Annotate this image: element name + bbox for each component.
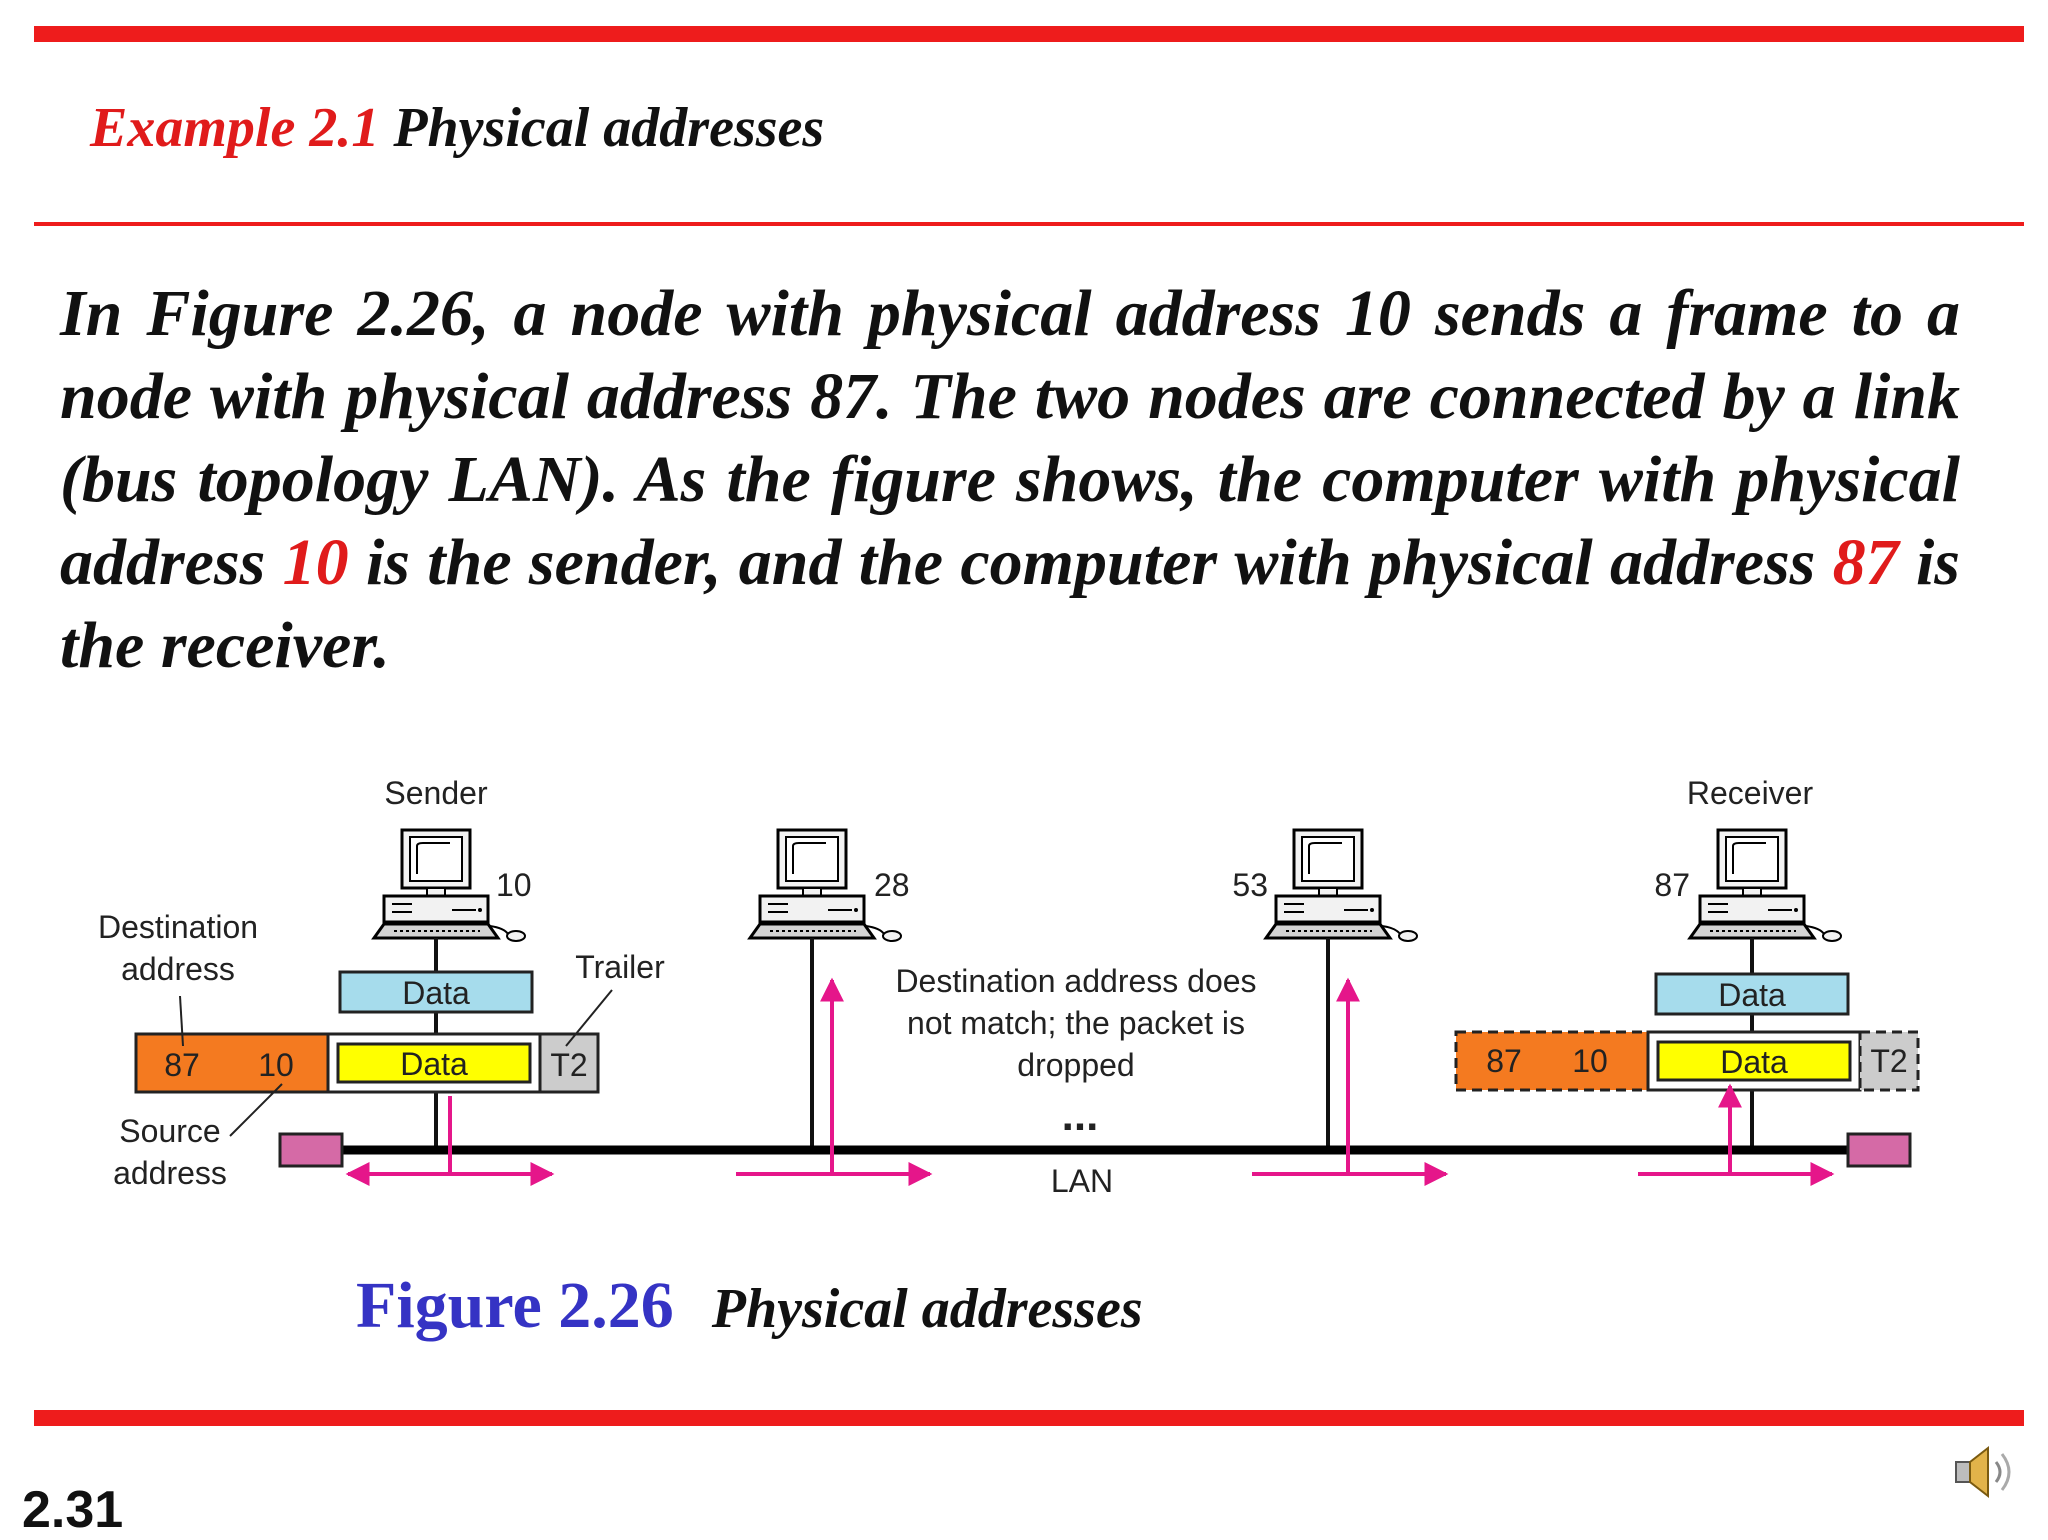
receiver-data-text: Data: [1718, 977, 1786, 1013]
receiver-address-highlight: 87: [1832, 526, 1899, 599]
sender-frame-header: [134, 1032, 330, 1094]
node-address-87: 87: [1654, 867, 1690, 903]
slide-number: 2.31: [22, 1481, 124, 1539]
example-label: Example 2.1: [90, 97, 380, 159]
example-body-text: In Figure 2.26, a node with physical add…: [60, 272, 1960, 687]
top-red-bar: [34, 26, 2024, 42]
sender-data-text: Data: [402, 975, 470, 1011]
receiver-data-box: [1654, 972, 1850, 1016]
receiver-frame-src: 10: [1572, 1043, 1608, 1079]
figure-label: Figure 2.26: [356, 1269, 674, 1342]
bottom-red-bar: [34, 1410, 2024, 1426]
body-text-part: In Figure 2.26, a node with physical add…: [60, 277, 1960, 599]
computer-icon: [1688, 828, 1843, 943]
node-address-28: 28: [874, 867, 910, 903]
body-text-part: is the receiver.: [60, 526, 1960, 682]
trailer-label: Trailer: [575, 949, 665, 985]
node-address-10: 10: [496, 867, 532, 903]
sender-frame-data-text: Data: [400, 1046, 468, 1082]
receiver-frame-data: [1656, 1040, 1852, 1082]
receiver-frame-header: [1454, 1030, 1650, 1092]
header-rule: [34, 222, 2024, 226]
sender-frame-data: [336, 1042, 532, 1084]
speaker-icon[interactable]: [1950, 1440, 2020, 1504]
figure-caption: Figure 2.26 Physical addresses: [356, 1268, 1143, 1344]
lan-label: LAN: [1051, 1163, 1113, 1199]
receiver-label: Receiver: [1687, 775, 1814, 811]
slide-header: Example 2.1 Physical addresses: [90, 96, 824, 160]
lan-terminator-right: [1846, 1132, 1912, 1168]
sender-address-highlight: 10: [282, 526, 349, 599]
figure-title: Physical addresses: [711, 1278, 1143, 1340]
sender-frame-src: 10: [258, 1047, 294, 1083]
sender-frame-trailer: [538, 1032, 600, 1094]
physical-addresses-diagram: Sender Receiver 10 28 53 87 LAN Destinat…: [98, 775, 1920, 1199]
sender-frame-dest: 87: [164, 1047, 200, 1083]
ellipsis: ...: [1062, 1091, 1099, 1140]
receiver-frame-trailer-text: T2: [1870, 1043, 1907, 1079]
node-address-53: 53: [1232, 867, 1268, 903]
receiver-frame-dest: 87: [1486, 1043, 1522, 1079]
sender-data-box: [338, 970, 534, 1014]
sender-frame-trailer-text: T2: [550, 1047, 587, 1083]
example-title: Physical addresses: [393, 97, 825, 159]
sender-label: Sender: [384, 775, 488, 811]
receiver-frame-trailer: [1858, 1030, 1920, 1092]
computer-icon: [1264, 828, 1419, 943]
body-text-part: is the sender, and the computer with phy…: [348, 526, 1833, 599]
lan-terminator-left: [278, 1132, 344, 1168]
receiver-frame-data-text: Data: [1720, 1044, 1788, 1080]
